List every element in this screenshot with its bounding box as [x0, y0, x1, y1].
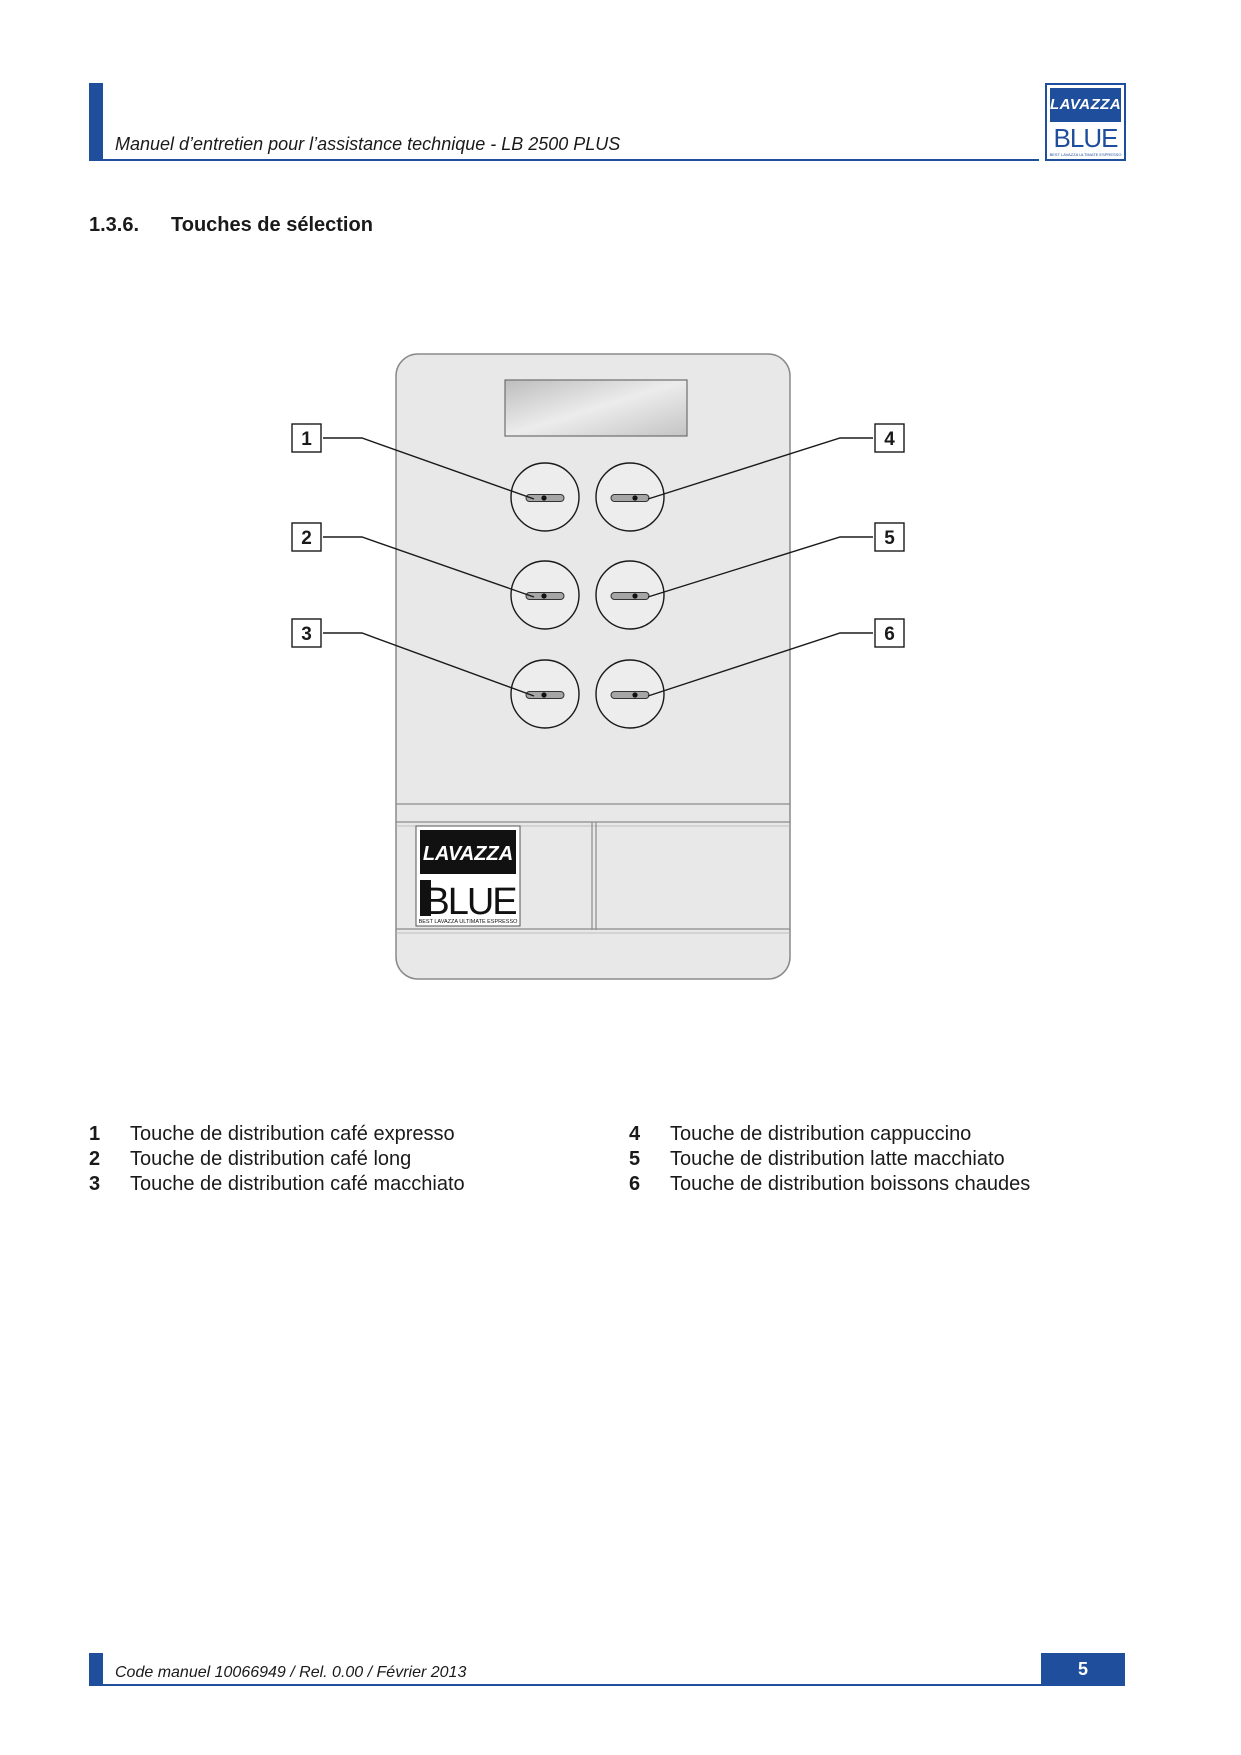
selection-key-6[interactable] [595, 659, 665, 729]
selection-key-1[interactable] [510, 462, 580, 532]
page-number: 5 [1041, 1653, 1125, 1686]
legend-number: 3 [89, 1173, 101, 1195]
section-heading: 1.3.6. Touches de sélection [89, 214, 373, 237]
legend-item: 5 Touche de distribution latte macchiato [629, 1147, 1030, 1172]
callout-1: 1 [291, 423, 322, 453]
logo-brand: LAVAZZA [1050, 88, 1121, 122]
legend-text: Touche de distribution café long [130, 1148, 412, 1170]
svg-text:LAVAZZA: LAVAZZA [423, 843, 513, 865]
callout-4: 4 [874, 423, 905, 453]
selection-keys-diagram: LAVAZZA BLUE BEST LAVAZZA ULTIMATE ESPRE… [291, 353, 905, 980]
callout-6: 6 [874, 618, 905, 648]
legend-item: 1 Touche de distribution café expresso [89, 1122, 465, 1147]
legend-text: Touche de distribution café macchiato [130, 1173, 465, 1195]
footer-accent-bar [89, 1653, 103, 1686]
legend-item: 4 Touche de distribution cappuccino [629, 1122, 1030, 1147]
section-title: Touches de sélection [171, 214, 373, 236]
control-panel [395, 353, 791, 980]
lavazza-blue-logo: LAVAZZA BLUE BEST LAVAZZA ULTIMATE ESPRE… [1045, 83, 1126, 161]
footer-rule [89, 1684, 1125, 1686]
svg-text:2: 2 [301, 528, 312, 549]
header-accent-bar [89, 83, 103, 161]
logo-tagline: BEST LAVAZZA ULTIMATE ESPRESSO [1049, 152, 1122, 157]
legend-text: Touche de distribution latte macchiato [670, 1148, 1005, 1170]
panel-lavazza-blue-logo: LAVAZZA BLUE BEST LAVAZZA ULTIMATE ESPRE… [415, 825, 521, 927]
callout-2: 2 [291, 522, 322, 552]
svg-text:BEST LAVAZZA ULTIMATE ESPRESSO: BEST LAVAZZA ULTIMATE ESPRESSO [419, 919, 519, 925]
svg-text:5: 5 [884, 528, 895, 549]
footer-manual-code: Code manuel 10066949 / Rel. 0.00 / Févri… [115, 1664, 467, 1681]
legend-item: 3 Touche de distribution café macchiato [89, 1172, 465, 1197]
svg-text:3: 3 [301, 624, 312, 645]
callout-5: 5 [874, 522, 905, 552]
logo-line: BLUE [1053, 123, 1119, 153]
callout-3: 3 [291, 618, 322, 648]
selection-key-2[interactable] [510, 560, 580, 630]
legend-number: 5 [629, 1148, 641, 1170]
display-screen [504, 379, 688, 437]
legend-text: Touche de distribution café expresso [130, 1123, 455, 1145]
section-number: 1.3.6. [89, 214, 140, 236]
legend-number: 2 [89, 1148, 101, 1170]
svg-text:4: 4 [884, 429, 895, 450]
header-rule [89, 159, 1039, 161]
svg-text:6: 6 [884, 624, 895, 645]
legend-number: 6 [629, 1173, 641, 1195]
legend-number: 4 [629, 1123, 641, 1145]
legend-text: Touche de distribution boissons chaudes [670, 1173, 1031, 1195]
selection-key-5[interactable] [595, 560, 665, 630]
svg-text:BLUE: BLUE [424, 881, 516, 923]
selection-key-3[interactable] [510, 659, 580, 729]
svg-text:1: 1 [301, 429, 312, 450]
legend-item: 2 Touche de distribution café long [89, 1147, 465, 1172]
legend-text: Touche de distribution cappuccino [670, 1123, 972, 1145]
legend-item: 6 Touche de distribution boissons chaudes [629, 1172, 1030, 1197]
document-title: Manuel d’entretien pour l’assistance tec… [115, 134, 621, 154]
legend-number: 1 [89, 1123, 101, 1145]
